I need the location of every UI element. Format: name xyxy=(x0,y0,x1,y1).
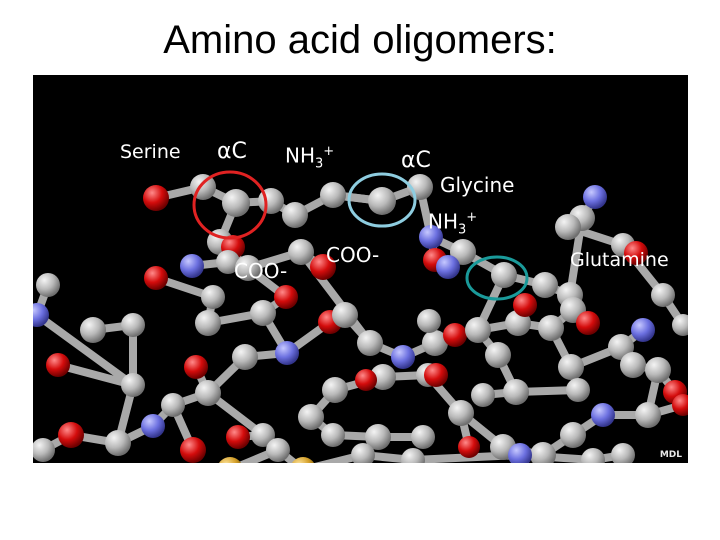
alpha-carbon-label: αC xyxy=(217,141,247,163)
nitrogen-atom xyxy=(436,255,460,279)
oxygen-atom xyxy=(184,355,208,379)
mdl-watermark: MDL xyxy=(660,450,682,460)
carbon-atom xyxy=(161,393,185,417)
nitrogen-atom xyxy=(583,185,607,209)
glycine-label: Glycine xyxy=(440,175,514,195)
nitrogen-atom xyxy=(141,414,165,438)
nitrogen-atom xyxy=(591,403,615,427)
carbon-atom xyxy=(322,377,348,403)
carbon-atom xyxy=(195,380,221,406)
carbon-atom xyxy=(611,443,635,463)
nitrogen-atom xyxy=(275,341,299,365)
carbon-atom xyxy=(288,239,314,265)
carbon-atom xyxy=(566,378,590,402)
nh3-base: NH xyxy=(285,144,315,168)
carbon-atom xyxy=(411,425,435,449)
carbon-atom xyxy=(320,182,346,208)
oxygen-atom xyxy=(274,285,298,309)
carbon-atom xyxy=(555,214,581,240)
carbon-atom xyxy=(121,373,145,397)
glutamine-label: Glutamine xyxy=(570,251,669,270)
carbon-atom xyxy=(503,379,529,405)
oxygen-atom xyxy=(513,293,537,317)
sulfur-atom xyxy=(217,457,243,463)
carbon-atom xyxy=(635,402,661,428)
nitrogen-atom xyxy=(391,345,415,369)
nitrogen-atom xyxy=(180,254,204,278)
serine-label: Serine xyxy=(120,143,181,162)
carbon-atom xyxy=(250,300,276,326)
carbon-atom xyxy=(485,342,511,368)
carbon-atom xyxy=(282,202,308,228)
carbon-atom xyxy=(491,262,517,288)
alpha-carbon-label: αC xyxy=(401,150,431,172)
carboxylate-label: COO- xyxy=(234,261,287,281)
oxygen-atom xyxy=(180,437,206,463)
oxygen-atom xyxy=(576,311,600,335)
nh3-superscript: + xyxy=(466,210,477,225)
oxygen-atom xyxy=(144,266,168,290)
carbon-atom xyxy=(298,404,324,430)
carbon-atom xyxy=(321,423,345,447)
carbon-atom xyxy=(201,285,225,309)
carbon-atom xyxy=(357,330,383,356)
carbon-atom xyxy=(471,383,495,407)
carbon-atom xyxy=(465,317,491,343)
carbon-atom xyxy=(417,309,441,333)
carbon-atom xyxy=(195,310,221,336)
carbon-atom xyxy=(401,448,425,463)
nh3-label: NH3+ xyxy=(428,211,477,237)
carbon-atom xyxy=(651,283,675,307)
carbon-atom xyxy=(332,302,358,328)
nh3-superscript: + xyxy=(323,144,334,159)
carbon-atom xyxy=(558,354,584,380)
carbon-atom xyxy=(532,272,558,298)
oxygen-atom xyxy=(226,425,250,449)
carbon-atom xyxy=(36,273,60,297)
carbon-atom xyxy=(538,315,564,341)
carbon-atom xyxy=(581,448,605,463)
carbon-atom xyxy=(105,430,131,456)
carbon-atom xyxy=(620,352,646,378)
oxygen-atom xyxy=(143,185,169,211)
oxygen-atom xyxy=(58,422,84,448)
oxygen-atom xyxy=(424,363,448,387)
slide-title: Amino acid oligomers: xyxy=(0,18,720,63)
carbon-atom xyxy=(560,422,586,448)
oxygen-atom xyxy=(443,323,467,347)
nitrogen-atom xyxy=(631,318,655,342)
carbon-atom xyxy=(80,317,106,343)
carbon-atom xyxy=(368,187,396,215)
molecule-render: Serine αC NH3+ αC Glycine NH3+ COO- COO-… xyxy=(33,75,688,463)
oxygen-atom xyxy=(458,436,480,458)
oxygen-atom xyxy=(355,369,377,391)
carbon-atom xyxy=(448,400,474,426)
nh3-label: NH3+ xyxy=(285,145,334,171)
oxygen-atom xyxy=(46,353,70,377)
carboxylate-label: COO- xyxy=(326,245,379,265)
carbon-atom xyxy=(222,189,250,217)
carbon-atom xyxy=(266,438,290,462)
nh3-base: NH xyxy=(428,210,458,234)
carbon-atom xyxy=(232,344,258,370)
carbon-atom xyxy=(121,313,145,337)
carbon-atom xyxy=(645,357,671,383)
